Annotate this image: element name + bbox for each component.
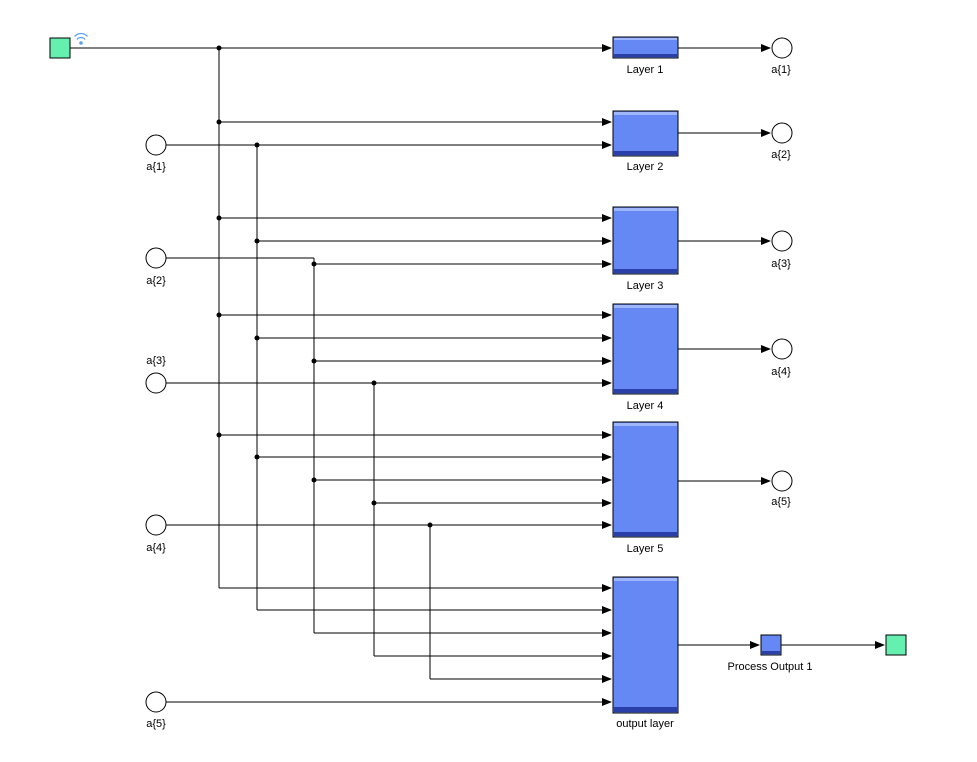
goto-a5[interactable]: a{5} bbox=[771, 470, 793, 508]
layer-2-label: Layer 2 bbox=[627, 161, 664, 173]
junction-dot bbox=[216, 215, 222, 221]
junction-dot bbox=[216, 312, 222, 318]
goto-a2-label: a{2} bbox=[771, 149, 791, 161]
junction-dot bbox=[216, 45, 222, 51]
goto-a5-label: a{5} bbox=[771, 496, 791, 508]
process-output-label: Process Output 1 bbox=[728, 661, 813, 673]
junction-dot bbox=[216, 119, 222, 125]
layer-4-label: Layer 4 bbox=[627, 400, 664, 412]
junction-dot bbox=[311, 358, 317, 364]
goto-a1-label: a{1} bbox=[771, 64, 791, 76]
goto-a1[interactable]: a{1} bbox=[771, 37, 793, 76]
output-port[interactable] bbox=[885, 634, 907, 656]
input-port[interactable] bbox=[49, 37, 71, 59]
junction-dot bbox=[216, 432, 222, 438]
layer-1-label: Layer 1 bbox=[627, 64, 664, 76]
from-a3-label: a{3} bbox=[146, 355, 166, 367]
signal-wires bbox=[70, 44, 885, 706]
layer-3-label: Layer 3 bbox=[627, 280, 664, 292]
from-a1-label: a{1} bbox=[146, 161, 166, 173]
output-layer-block[interactable]: output layer bbox=[612, 576, 679, 730]
junction-dot bbox=[254, 238, 260, 244]
layer-5-label: Layer 5 bbox=[627, 543, 664, 555]
from-a4-label: a{4} bbox=[146, 542, 166, 554]
from-a5-label: a{5} bbox=[146, 718, 166, 730]
junction-dot bbox=[254, 142, 260, 148]
junction-dot bbox=[371, 500, 377, 506]
layer-4-block[interactable]: Layer 4 bbox=[612, 303, 679, 412]
from-a1[interactable]: a{1} bbox=[145, 134, 167, 173]
from-a2-label: a{2} bbox=[146, 275, 166, 287]
goto-a4[interactable]: a{4} bbox=[771, 338, 793, 378]
goto-a4-label: a{4} bbox=[771, 366, 791, 378]
goto-a3-label: a{3} bbox=[771, 258, 791, 270]
process-output-block[interactable]: Process Output 1 bbox=[728, 634, 813, 673]
from-a4[interactable]: a{4} bbox=[145, 514, 167, 554]
layer-3-block[interactable]: Layer 3 bbox=[612, 206, 679, 292]
layer-1-block[interactable]: Layer 1 bbox=[612, 36, 679, 76]
goto-a2[interactable]: a{2} bbox=[771, 122, 793, 161]
junction-dot bbox=[371, 380, 377, 386]
from-a5[interactable]: a{5} bbox=[145, 691, 167, 730]
junction-dot bbox=[311, 261, 317, 267]
output-layer-label: output layer bbox=[616, 718, 674, 730]
junction-dot bbox=[427, 522, 433, 528]
branch-junctions bbox=[216, 45, 433, 528]
layer-2-block[interactable]: Layer 2 bbox=[612, 110, 679, 173]
junction-dot bbox=[311, 477, 317, 483]
layer-5-block[interactable]: Layer 5 bbox=[612, 421, 679, 555]
junction-dot bbox=[254, 454, 260, 460]
goto-a3[interactable]: a{3} bbox=[771, 230, 793, 270]
junction-dot bbox=[254, 335, 260, 341]
from-a2[interactable]: a{2} bbox=[145, 247, 167, 287]
wifi-icon bbox=[74, 32, 88, 45]
from-a3[interactable]: a{3} bbox=[145, 355, 167, 394]
